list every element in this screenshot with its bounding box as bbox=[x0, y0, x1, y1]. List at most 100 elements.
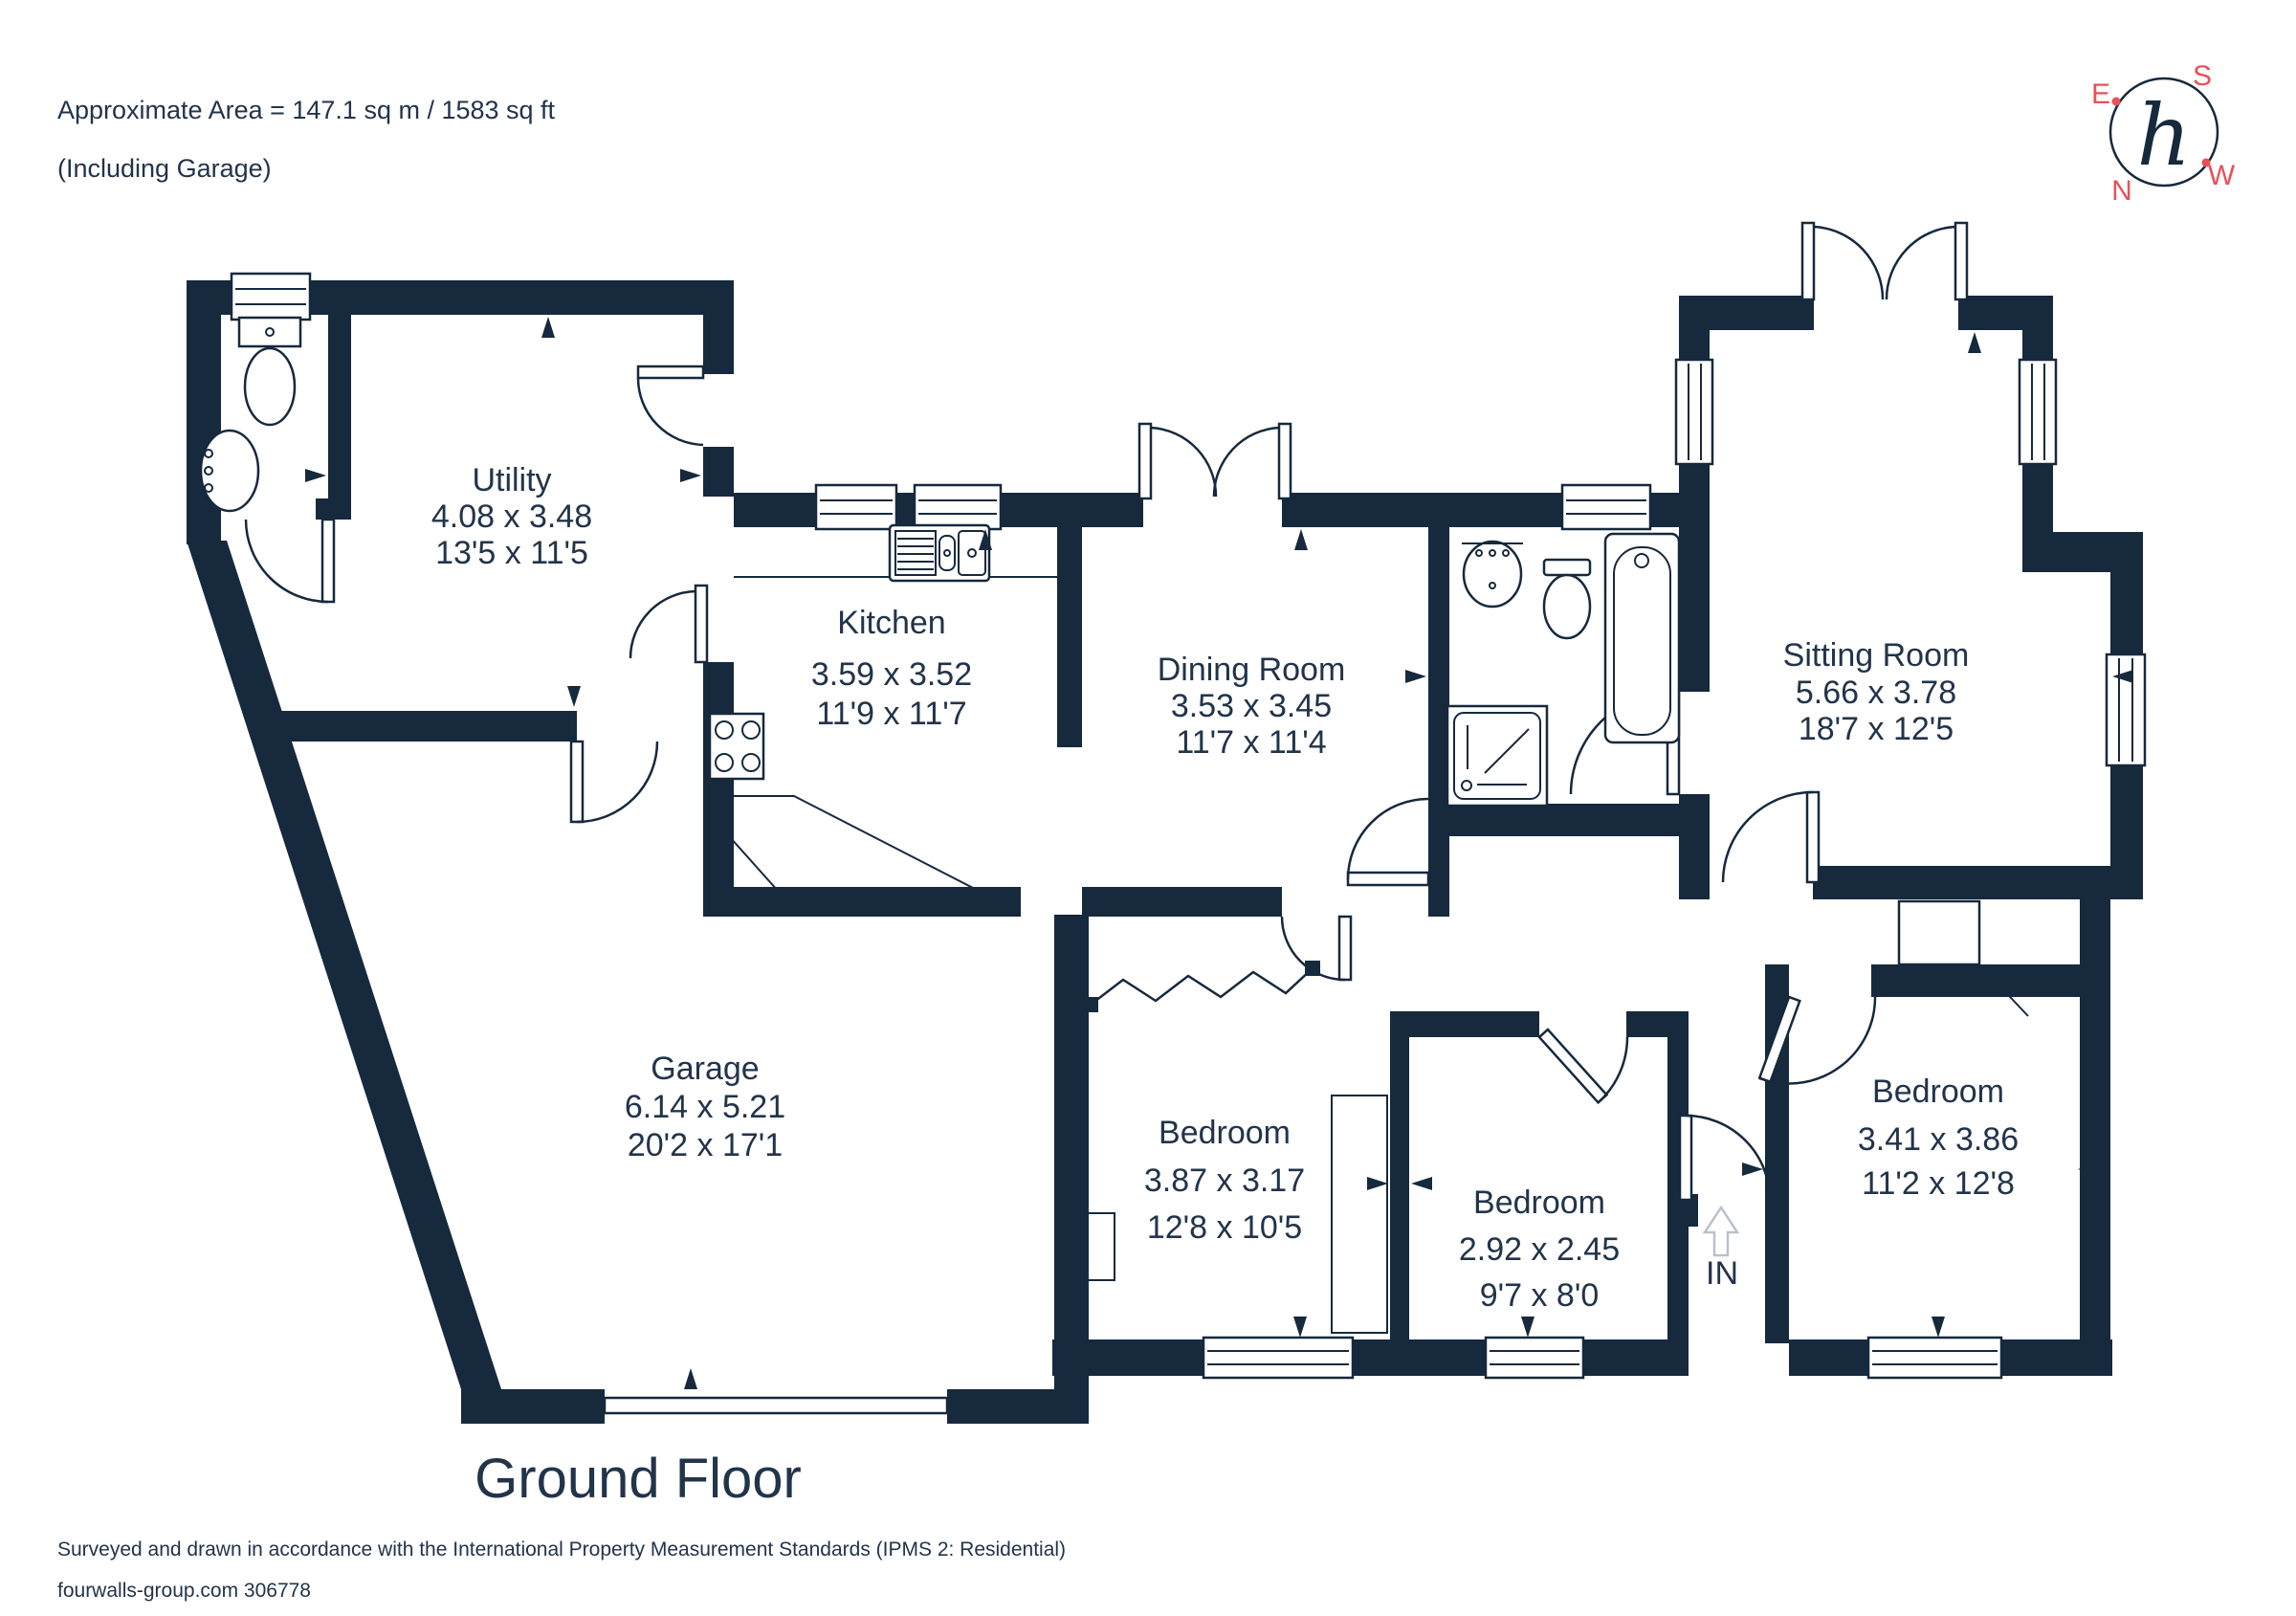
wall-segment bbox=[1765, 964, 1789, 997]
kitchen-counter bbox=[705, 576, 1057, 910]
room-name-utility: Utility bbox=[472, 462, 551, 498]
room-imperial-utility: 13'5 x 11'5 bbox=[435, 535, 588, 571]
wall-segment bbox=[703, 447, 734, 497]
wall-segment bbox=[1679, 462, 1710, 692]
bedroom1-bay-zigzag bbox=[1083, 961, 1320, 1012]
wall-segment bbox=[1626, 1011, 1689, 1037]
room-imperial-bedroom1: 12'8 x 10'5 bbox=[1147, 1209, 1302, 1246]
wall-segment bbox=[1667, 1227, 1689, 1339]
wall-wc-partition bbox=[328, 315, 351, 498]
door-dining-hall bbox=[1346, 797, 1430, 887]
window-wc bbox=[230, 272, 312, 321]
french-doors-dining bbox=[1137, 422, 1292, 500]
door-bedroom3 bbox=[1757, 995, 1877, 1085]
room-imperial-sitting: 18'7 x 12'5 bbox=[1799, 711, 1954, 747]
wall-sitting-bottom bbox=[1813, 866, 2110, 899]
room-imperial-bedroom2: 9'7 x 8'0 bbox=[1480, 1277, 1600, 1314]
room-label-dining: Dining Room 3.53 x 3.45 11'7 x 11'4 bbox=[1158, 652, 1346, 761]
wall-bathroom-bottom bbox=[1428, 804, 1710, 836]
room-metric-bedroom2: 2.92 x 2.45 bbox=[1459, 1231, 1620, 1268]
room-metric-bedroom3: 3.41 x 3.86 bbox=[1858, 1121, 2019, 1158]
room-name-bedroom1: Bedroom bbox=[1159, 1115, 1291, 1151]
wall-segment bbox=[1052, 1339, 1205, 1376]
door-sitting bbox=[1721, 790, 1821, 884]
room-metric-bedroom1: 3.87 x 3.17 bbox=[1144, 1162, 1305, 1199]
compass-letter-e: E bbox=[2091, 78, 2110, 110]
wall-segment bbox=[1679, 296, 1710, 362]
room-imperial-garage: 20'2 x 17'1 bbox=[628, 1127, 783, 1163]
bedroom1-wardrobe bbox=[1054, 1095, 1388, 1334]
room-metric-garage: 6.14 x 5.21 bbox=[625, 1089, 785, 1125]
footer-standards-text: Surveyed and drawn in accordance with th… bbox=[57, 1539, 1066, 1561]
compass-monogram: h bbox=[2137, 86, 2192, 185]
wall-segment bbox=[2022, 462, 2053, 536]
wc-toilet-icon bbox=[237, 316, 302, 427]
window-bedroom1 bbox=[1202, 1336, 1355, 1380]
garage-door bbox=[603, 1396, 949, 1415]
wall-segment bbox=[271, 711, 577, 742]
compass-dot-west-icon bbox=[2201, 158, 2211, 167]
bathroom-basin-icon bbox=[1462, 540, 1523, 609]
wall-segment bbox=[1710, 296, 1814, 330]
shower-icon bbox=[1446, 704, 1549, 808]
entrance-arrow-icon bbox=[1702, 1205, 1740, 1257]
window-bedroom3 bbox=[1866, 1336, 2003, 1380]
door-garage bbox=[569, 740, 659, 824]
room-name-kitchen: Kitchen bbox=[837, 605, 945, 641]
door-entrance bbox=[1678, 1114, 1772, 1202]
room-metric-sitting: 5.66 x 3.78 bbox=[1796, 675, 1956, 711]
room-metric-dining: 3.53 x 3.45 bbox=[1171, 688, 1332, 724]
wall-bedroom2-top bbox=[1390, 1011, 1539, 1037]
wall-segment bbox=[2022, 532, 2114, 572]
room-name-bedroom3: Bedroom bbox=[1872, 1074, 2004, 1110]
bathroom-toilet-icon bbox=[1542, 558, 1592, 640]
wall-kitchen-dining-divider bbox=[1057, 527, 1082, 747]
window-bedroom2 bbox=[1484, 1336, 1585, 1380]
room-label-bedroom1: Bedroom 3.87 x 3.17 12'8 x 10'5 bbox=[1144, 1115, 1305, 1246]
window-kitchen-right bbox=[913, 483, 1003, 531]
wall-segment bbox=[1679, 794, 1710, 899]
wall-bedroom3-top bbox=[1871, 964, 2110, 997]
wall-garage-diagonal bbox=[187, 541, 501, 1389]
entrance-marker: IN bbox=[1702, 1205, 1740, 1292]
bedroom3-closet bbox=[1897, 899, 2029, 1017]
room-name-garage: Garage bbox=[651, 1051, 759, 1087]
bathtub-icon bbox=[1603, 532, 1681, 744]
window-sitting-bay-right bbox=[2018, 358, 2058, 466]
wall-segment bbox=[2022, 296, 2053, 362]
door-kitchen bbox=[629, 584, 709, 664]
room-name-bedroom2: Bedroom bbox=[1473, 1184, 1605, 1221]
room-label-sitting: Sitting Room 5.66 x 3.78 18'7 x 12'5 bbox=[1783, 637, 1970, 747]
room-label-bedroom2: Bedroom 2.92 x 2.45 9'7 x 8'0 bbox=[1459, 1184, 1620, 1314]
kitchen-sink-icon bbox=[888, 523, 991, 583]
room-metric-kitchen: 3.59 x 3.52 bbox=[811, 656, 972, 693]
wc-basin-icon bbox=[199, 429, 260, 513]
compass-rose: h E S N W bbox=[2091, 60, 2236, 207]
wall-segment bbox=[703, 887, 1021, 917]
wall-segment bbox=[461, 1389, 605, 1424]
wall-segment bbox=[1789, 1339, 1870, 1376]
door-utility bbox=[636, 365, 705, 447]
room-name-sitting: Sitting Room bbox=[1783, 637, 1970, 674]
window-sitting-right bbox=[2105, 653, 2147, 767]
room-label-utility: Utility 4.08 x 3.48 13'5 x 11'5 bbox=[431, 462, 592, 571]
wall-bathroom-left bbox=[1428, 520, 1449, 804]
window-kitchen-left bbox=[814, 483, 898, 531]
doors bbox=[244, 221, 1969, 1202]
compass-letter-s: S bbox=[2193, 60, 2212, 92]
compass-dot-east-icon bbox=[2111, 97, 2121, 106]
wall-segment bbox=[1428, 836, 1449, 917]
room-imperial-bedroom3: 11'2 x 12'8 bbox=[1862, 1165, 2015, 1202]
room-labels: Utility 4.08 x 3.48 13'5 x 11'5 Kitchen … bbox=[431, 462, 2019, 1314]
wall-segment bbox=[1082, 887, 1282, 917]
room-name-dining: Dining Room bbox=[1158, 652, 1346, 688]
footer-reference-text: fourwalls-group.com 306778 bbox=[57, 1580, 311, 1602]
compass-circle-icon bbox=[2108, 77, 2219, 188]
survey-arrows bbox=[305, 317, 2133, 1389]
wall-segment bbox=[2110, 764, 2143, 899]
wall-segment bbox=[1351, 1339, 1488, 1376]
wall-segment bbox=[2110, 532, 2143, 656]
wall-segment bbox=[703, 662, 734, 917]
room-label-bedroom3: Bedroom 3.41 x 3.86 11'2 x 12'8 bbox=[1858, 1074, 2019, 1202]
